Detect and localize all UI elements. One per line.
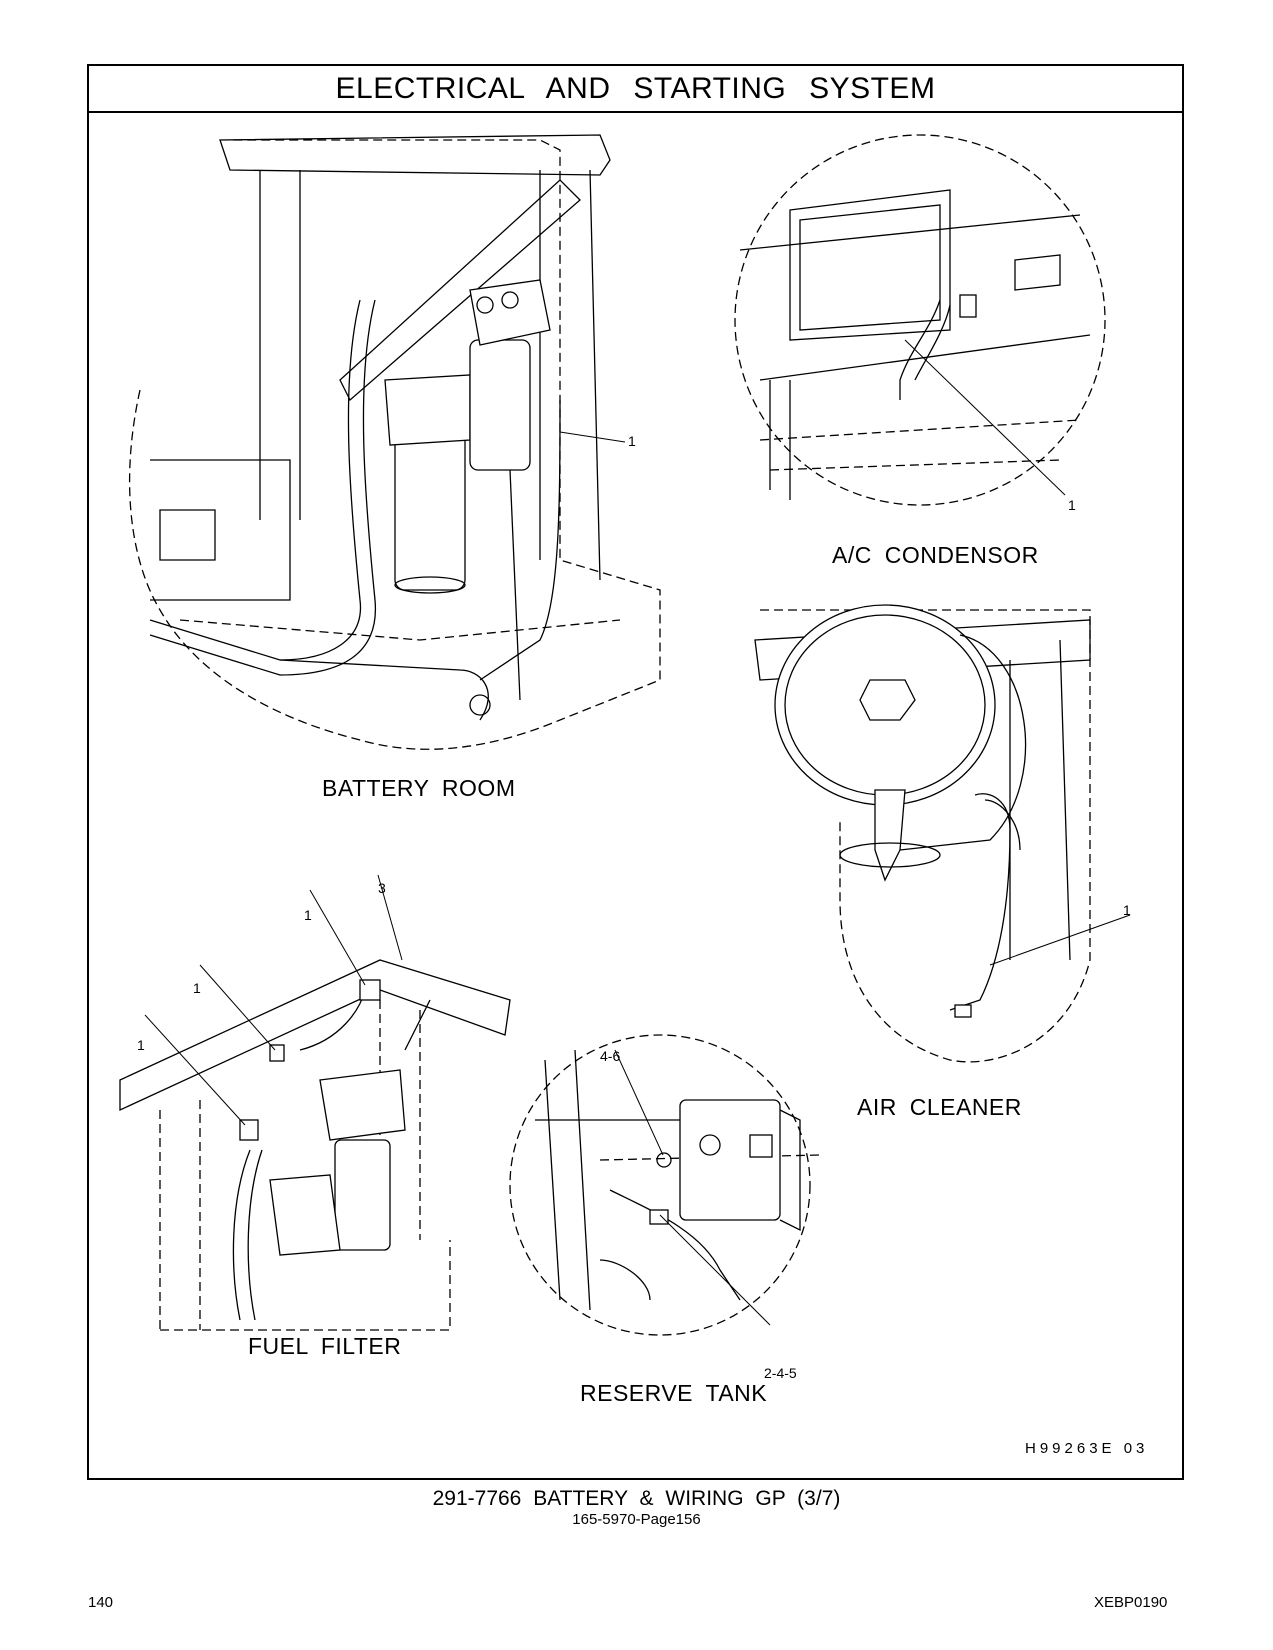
ac-condensor-leader [904, 339, 1066, 496]
fuel-filter-callout-1a: 1 [304, 907, 312, 923]
figure-frame: ELECTRICAL AND STARTING SYSTEM [87, 64, 1184, 1480]
document-code: XEBP0190 [1094, 1594, 1168, 1611]
drawing-code: H99263E 03 [1025, 1440, 1149, 1457]
battery-room-drawing [128, 134, 661, 750]
group-caption: 291-7766 BATTERY & WIRING GP (3/7) [432, 1487, 841, 1510]
page-title: ELECTRICAL AND STARTING SYSTEM [89, 66, 1182, 113]
air-cleaner-leader [989, 914, 1131, 966]
air-cleaner-drawing [754, 604, 1091, 1063]
air-cleaner-callout: 1 [1123, 902, 1131, 918]
battery-room-callout: 1 [628, 433, 636, 449]
fuel-filter-callout-1b: 1 [193, 980, 201, 996]
ac-condensor-label: A/C CONDENSOR [832, 542, 1039, 568]
fuel-filter-leaders [144, 874, 403, 1126]
fuel-filter-callout-1c: 1 [137, 1037, 145, 1053]
ac-condensor-drawing [734, 134, 1106, 506]
battery-room-leader [559, 431, 626, 443]
reserve-tank-callout-4-6: 4-6 [600, 1048, 621, 1064]
battery-room-label: BATTERY ROOM [322, 775, 516, 801]
air-cleaner-label: AIR CLEANER [857, 1094, 1022, 1120]
ac-condensor-callout: 1 [1068, 497, 1076, 513]
reserve-tank-leaders [614, 1049, 771, 1326]
fuel-filter-callout-3: 3 [378, 880, 386, 896]
reserve-tank-callout-2-4-5: 2-4-5 [764, 1365, 797, 1381]
reserve-tank-label: RESERVE TANK [580, 1380, 768, 1406]
fuel-filter-drawing [119, 959, 511, 1331]
page-number: 140 [88, 1594, 114, 1611]
fuel-filter-label: FUEL FILTER [248, 1333, 402, 1359]
reserve-tank-drawing [509, 1034, 821, 1336]
group-subcaption: 165-5970-Page156 [572, 1511, 701, 1528]
